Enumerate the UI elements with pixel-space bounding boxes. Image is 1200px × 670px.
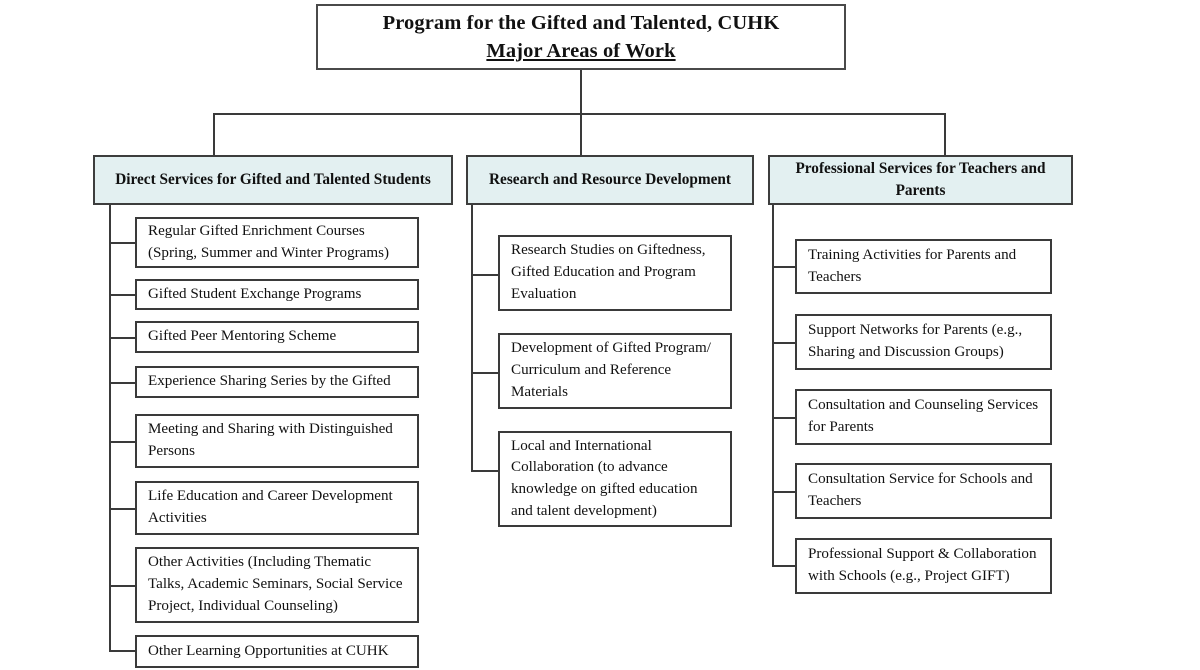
leaf-label: Experience Sharing Series by the Gifted <box>148 373 391 390</box>
leaf-box-1-3: Gifted Peer Mentoring Scheme <box>135 321 419 353</box>
connector-title-stem <box>580 70 582 115</box>
connector-drop-branch-3 <box>944 113 946 155</box>
branch-heading-research-resource: Research and Resource Development <box>466 155 754 205</box>
branch-heading-professional-services: Professional Services for Teachers and P… <box>768 155 1073 205</box>
leaf-label: Development of Gifted Program/ Curriculu… <box>511 340 711 400</box>
connector-drop-branch-1 <box>213 113 215 155</box>
connector-stub-1-2 <box>109 294 137 296</box>
leaf-label: Other Learning Opportunities at CUHK <box>148 642 389 659</box>
leaf-box-1-6: Life Education and Career Development Ac… <box>135 481 419 535</box>
leaf-label: Life Education and Career Development Ac… <box>148 488 393 526</box>
chart-title-line-2: Major Areas of Work <box>486 40 676 62</box>
connector-stub-1-1 <box>109 242 137 244</box>
leaf-box-2-3: Local and International Collaboration (t… <box>498 431 732 527</box>
leaf-box-1-2: Gifted Student Exchange Programs <box>135 279 419 310</box>
branch-heading-label: Professional Services for Teachers and P… <box>795 160 1046 199</box>
connector-spine-branch-1 <box>109 205 111 650</box>
connector-stub-1-7 <box>109 585 137 587</box>
leaf-box-1-4: Experience Sharing Series by the Gifted <box>135 366 419 398</box>
leaf-label: Professional Support & Collaboration wit… <box>808 546 1037 584</box>
leaf-label: Local and International Collaboration (t… <box>511 437 698 519</box>
connector-stub-1-4 <box>109 382 137 384</box>
leaf-box-1-8: Other Learning Opportunities at CUHK <box>135 635 419 668</box>
branch-heading-label: Research and Resource Development <box>488 171 732 189</box>
connector-stub-1-3 <box>109 337 137 339</box>
connector-stub-2-3 <box>471 470 500 472</box>
branch-heading-direct-services: Direct Services for Gifted and Talented … <box>93 155 453 205</box>
leaf-label: Meeting and Sharing with Distinguished P… <box>148 421 393 459</box>
leaf-box-3-2: Support Networks for Parents (e.g., Shar… <box>795 314 1052 370</box>
leaf-label: Support Networks for Parents (e.g., Shar… <box>808 322 1023 360</box>
leaf-label: Gifted Peer Mentoring Scheme <box>148 328 337 345</box>
leaf-box-2-1: Research Studies on Giftedness, Gifted E… <box>498 235 732 311</box>
leaf-label: Training Activities for Parents and Teac… <box>808 246 1017 285</box>
leaf-box-1-1: Regular Gifted Enrichment Courses (Sprin… <box>135 217 419 268</box>
connector-drop-branch-2 <box>580 113 582 155</box>
connector-stub-3-1 <box>772 266 797 268</box>
connector-stub-3-5 <box>772 565 797 567</box>
leaf-box-2-2: Development of Gifted Program/ Curriculu… <box>498 333 732 409</box>
leaf-label: Consultation and Counseling Services for… <box>808 397 1039 435</box>
chart-title-box: Program for the Gifted and Talented, CUH… <box>316 4 846 70</box>
leaf-box-3-4: Consultation Service for Schools and Tea… <box>795 463 1052 519</box>
connector-stub-2-1 <box>471 274 500 276</box>
leaf-box-3-3: Consultation and Counseling Services for… <box>795 389 1052 445</box>
leaf-label: Regular Gifted Enrichment Courses (Sprin… <box>148 222 389 261</box>
connector-stub-1-6 <box>109 508 137 510</box>
leaf-box-1-5: Meeting and Sharing with Distinguished P… <box>135 414 419 468</box>
connector-stub-2-2 <box>471 372 500 374</box>
connector-spine-branch-2 <box>471 205 473 472</box>
branch-heading-label: Direct Services for Gifted and Talented … <box>115 171 431 189</box>
connector-stub-3-2 <box>772 342 797 344</box>
leaf-box-3-5: Professional Support & Collaboration wit… <box>795 538 1052 594</box>
connector-stub-3-3 <box>772 417 797 419</box>
leaf-label: Research Studies on Giftedness, Gifted E… <box>511 242 706 302</box>
leaf-box-1-7: Other Activities (Including Thematic Tal… <box>135 547 419 623</box>
connector-top-bus <box>213 113 946 115</box>
connector-stub-3-4 <box>772 491 797 493</box>
chart-title-line-1: Program for the Gifted and Talented, CUH… <box>382 11 780 34</box>
leaf-box-3-1: Training Activities for Parents and Teac… <box>795 239 1052 294</box>
connector-spine-branch-3 <box>772 205 774 566</box>
leaf-label: Consultation Service for Schools and Tea… <box>808 471 1033 509</box>
connector-stub-1-5 <box>109 441 137 443</box>
leaf-label: Gifted Student Exchange Programs <box>148 285 362 302</box>
leaf-label: Other Activities (Including Thematic Tal… <box>148 554 403 614</box>
connector-stub-1-8 <box>109 650 137 652</box>
